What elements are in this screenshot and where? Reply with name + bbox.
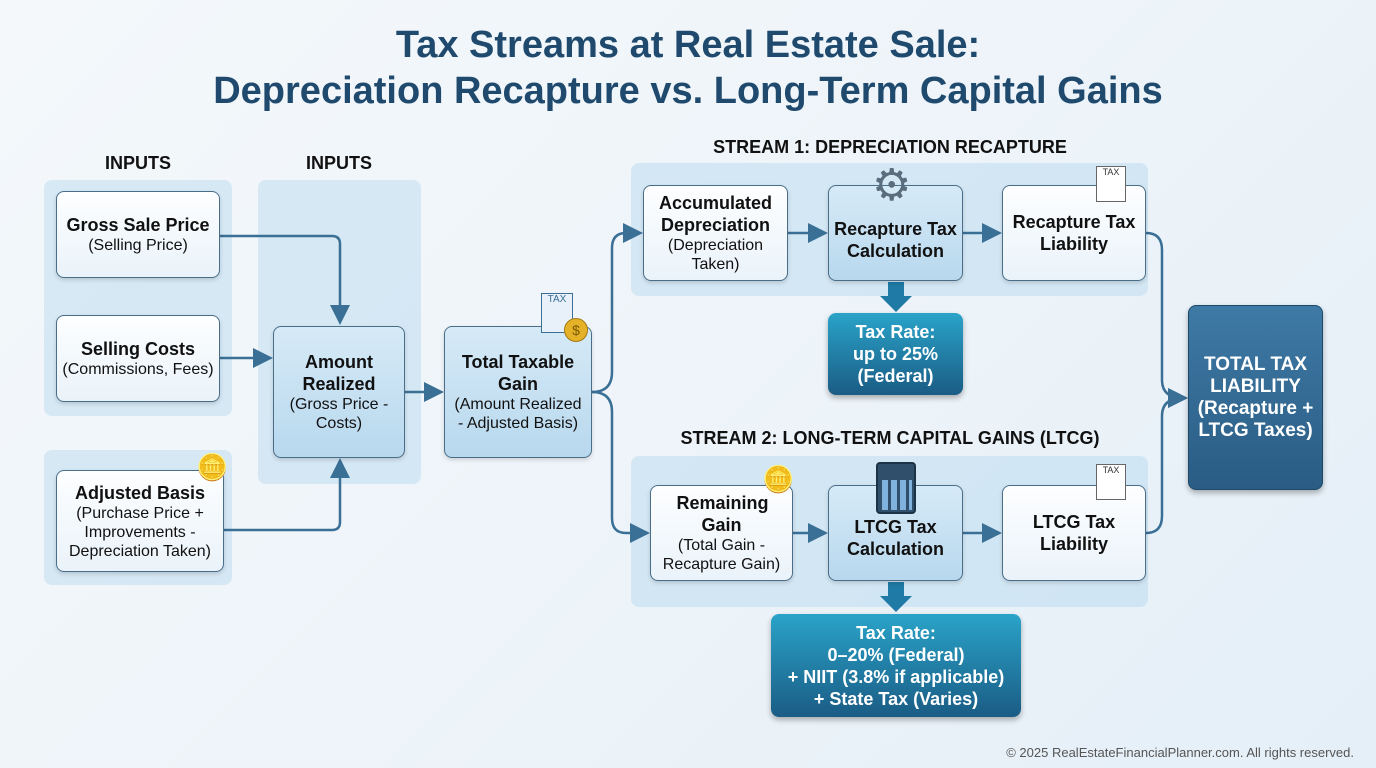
remaining-gain-node: Remaining Gain(Total Gain - Recapture Ga… (650, 485, 793, 581)
recapture-tax-rate-box: Tax Rate:up to 25%(Federal) (828, 313, 963, 395)
gross-sale-price-node: Gross Sale Price (Selling Price) (56, 191, 220, 278)
gear-icon: ⚙ (872, 161, 912, 210)
coins-icon: 🪙 (762, 464, 795, 494)
node-subtitle: (Gross Price - Costs) (289, 396, 389, 432)
ltcg-tax-liability-node: LTCG Tax Liability (1002, 485, 1146, 581)
amount-realized-node: Amount Realized(Gross Price - Costs) (273, 326, 405, 458)
total-title: TOTAL TAX LIABILITY (1203, 353, 1308, 397)
node-title: Gross Sale Price (66, 215, 210, 235)
rate-line: + NIIT (3.8% if applicable) (787, 666, 1005, 687)
node-title: Accumulated Depreciation (658, 193, 773, 235)
rate-line: Tax Rate: (855, 322, 936, 342)
tax-form-check-icon: TAX (1096, 166, 1126, 202)
tax-form-check-icon: TAX (1096, 464, 1126, 500)
node-title: Remaining Gain (676, 493, 769, 535)
copyright-footer: © 2025 RealEstateFinancialPlanner.com. A… (1006, 745, 1354, 760)
node-subtitle: (Total Gain - Recapture Gain) (662, 537, 781, 573)
coins-icon: 🪙 (196, 452, 229, 482)
inputs-label-2: INPUTS (305, 153, 373, 173)
recapture-tax-calculation-node: Recapture Tax Calculation (828, 185, 963, 281)
dollar-coin-icon: $ (564, 318, 588, 342)
rate-line: + State Tax (Varies) (813, 688, 979, 709)
rate-line: Tax Rate: (856, 622, 936, 643)
total-tax-liability-box: TOTAL TAX LIABILITY(Recapture + LTCG Tax… (1188, 305, 1323, 490)
node-subtitle: (Purchase Price + Improvements - Depreci… (68, 504, 211, 560)
node-title: Adjusted Basis (74, 482, 206, 503)
node-title: Amount Realized (302, 352, 376, 394)
ltcg-tax-rate-box: Tax Rate:0–20% (Federal)+ NIIT (3.8% if … (771, 614, 1021, 717)
title-line-2: Depreciation Recapture vs. Long-Term Cap… (213, 70, 1163, 112)
node-title: LTCG Tax Liability (1032, 512, 1116, 554)
total-subtitle: (Recapture + LTCG Taxes) (1197, 397, 1314, 441)
selling-costs-node: Selling Costs (Commissions, Fees) (56, 315, 220, 402)
rate-line: 0–20% (Federal) (827, 644, 965, 665)
node-subtitle: (Amount Realized - Adjusted Basis) (454, 396, 582, 432)
rate-line: (Federal) (857, 366, 934, 386)
stream1-label: STREAM 1: DEPRECIATION RECAPTURE (713, 137, 1067, 157)
node-subtitle: (Commissions, Fees) (62, 361, 214, 378)
node-subtitle: (Selling Price) (88, 237, 188, 254)
stream2-label: STREAM 2: LONG-TERM CAPITAL GAINS (LTCG) (680, 428, 1100, 448)
node-title: Recapture Tax Calculation (834, 219, 957, 261)
page-title: Tax Streams at Real Estate Sale:Deprecia… (0, 22, 1376, 114)
node-title: Selling Costs (80, 339, 196, 359)
node-subtitle: (Depreciation Taken) (667, 237, 764, 273)
accumulated-depreciation-node: Accumulated Depreciation(Depreciation Ta… (643, 185, 788, 281)
calculator-icon (876, 462, 916, 514)
node-title: Recapture Tax Liability (1012, 212, 1136, 254)
node-title: Total Taxable Gain (461, 352, 575, 394)
node-title: LTCG Tax Calculation (846, 517, 944, 559)
total-taxable-gain-node: Total Taxable Gain(Amount Realized - Adj… (444, 326, 592, 458)
title-line-1: Tax Streams at Real Estate Sale: (395, 24, 981, 66)
adjusted-basis-node: Adjusted Basis(Purchase Price + Improvem… (56, 470, 224, 572)
inputs-label-1: INPUTS (104, 153, 172, 173)
rate-line: up to 25% (852, 344, 938, 364)
